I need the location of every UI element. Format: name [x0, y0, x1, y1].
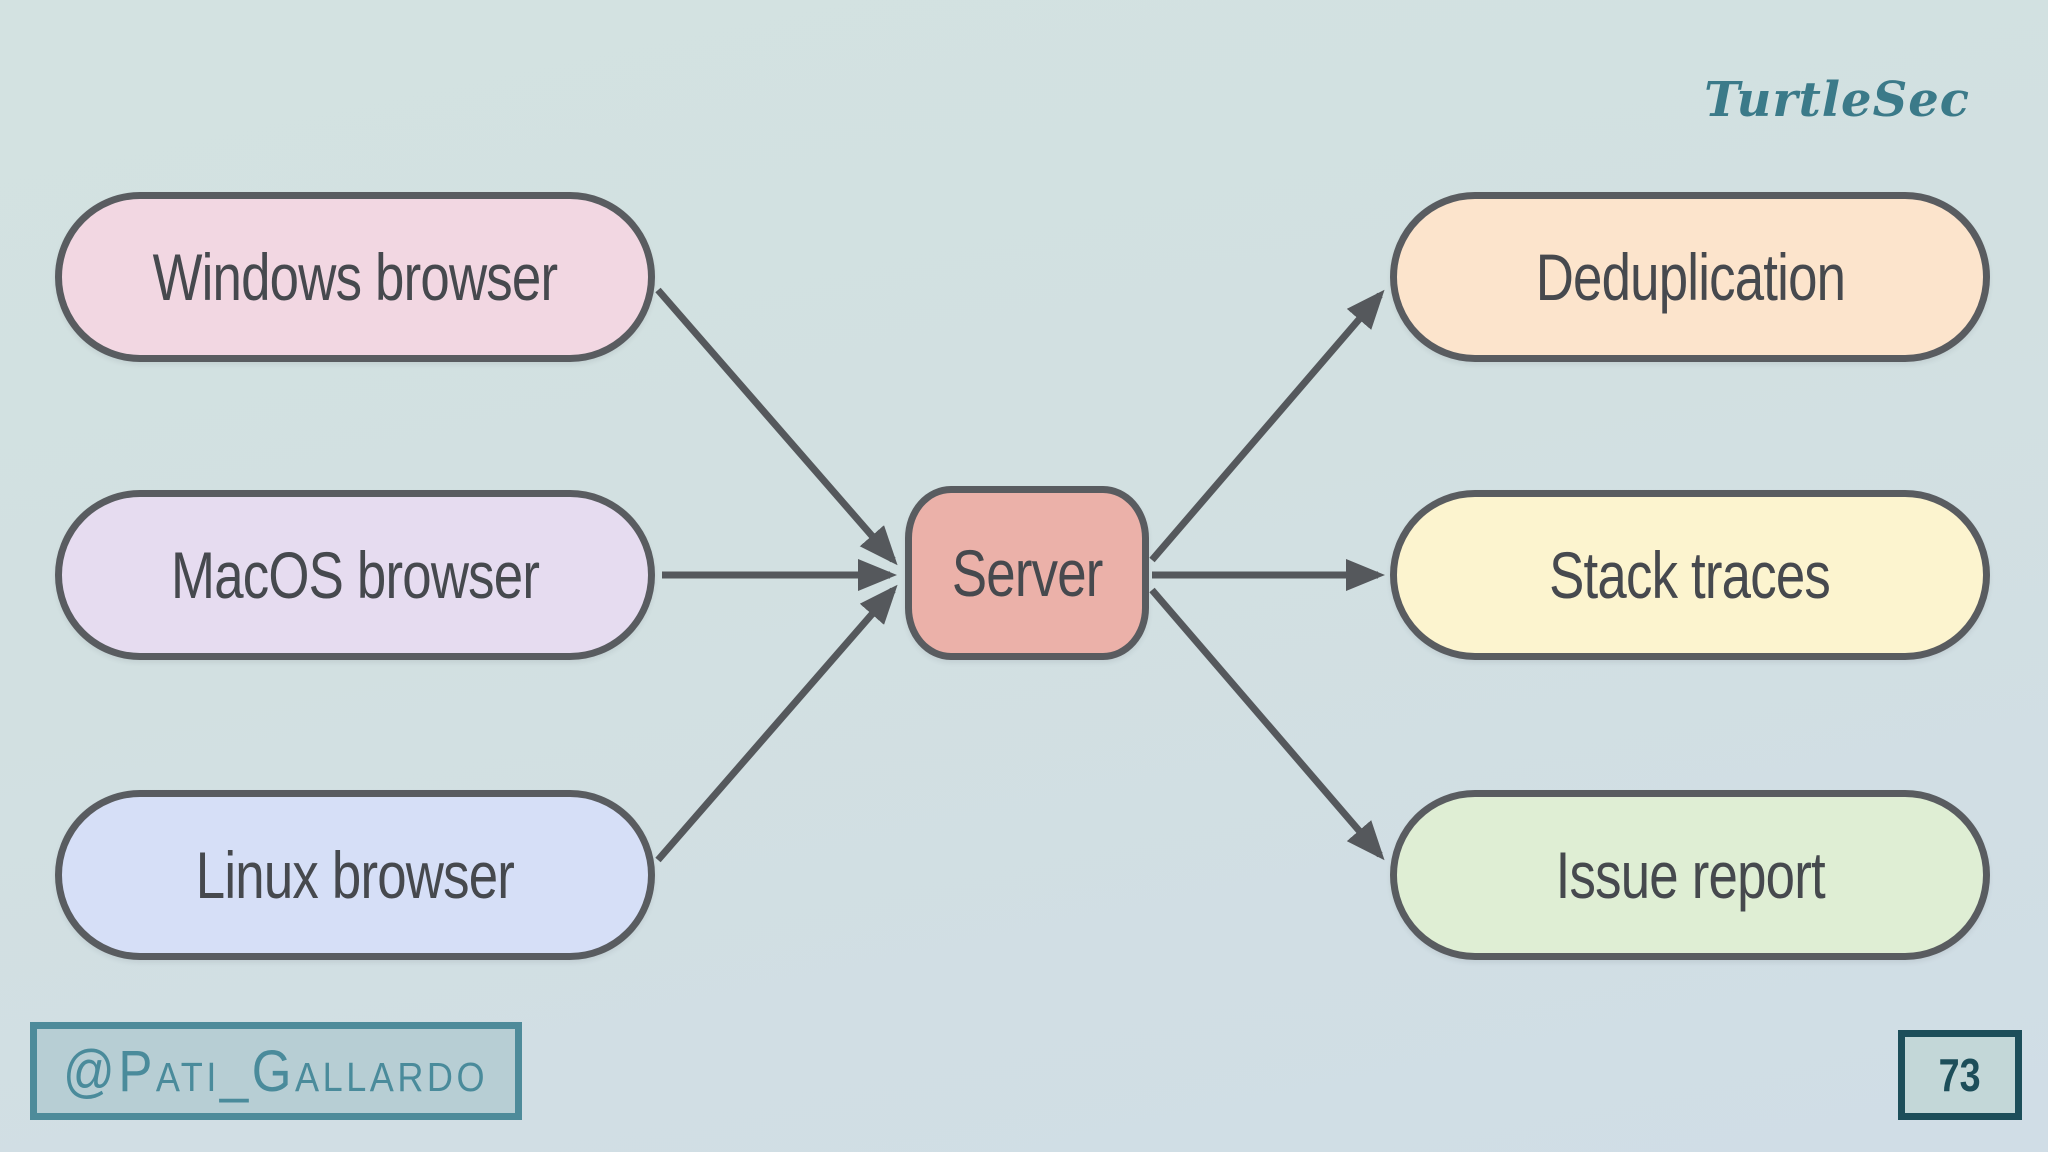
page-number-box: 73	[1898, 1030, 2022, 1120]
node-issue-report: Issue report	[1390, 790, 1990, 960]
node-windows-browser-label: Windows browser	[152, 240, 558, 314]
arrow-server-to-issue-report	[1149, 587, 1385, 861]
turtlesec-logo: TurtleSec	[1704, 72, 1970, 128]
arrow-server-to-deduplication	[1149, 289, 1385, 563]
author-handle-badge: @Pati_Gallardo	[30, 1022, 522, 1120]
node-deduplication: Deduplication	[1390, 192, 1990, 362]
node-macos-browser: MacOS browser	[55, 490, 655, 660]
page-number-text: 73	[1939, 1049, 1981, 1101]
node-linux-browser: Linux browser	[55, 790, 655, 960]
node-server: Server	[905, 486, 1149, 660]
node-linux-browser-label: Linux browser	[195, 838, 515, 912]
node-server-label: Server	[951, 536, 1104, 610]
arrow-windows-to-server	[655, 287, 898, 566]
node-issue-report-label: Issue report	[1555, 838, 1825, 912]
node-stack-traces-label: Stack traces	[1549, 538, 1832, 612]
node-deduplication-label: Deduplication	[1535, 240, 1845, 314]
node-macos-browser-label: MacOS browser	[170, 538, 540, 612]
node-stack-traces: Stack traces	[1390, 490, 1990, 660]
arrow-linux-to-server	[655, 584, 898, 863]
node-windows-browser: Windows browser	[55, 192, 655, 362]
author-handle-text: @Pati_Gallardo	[63, 1038, 489, 1104]
